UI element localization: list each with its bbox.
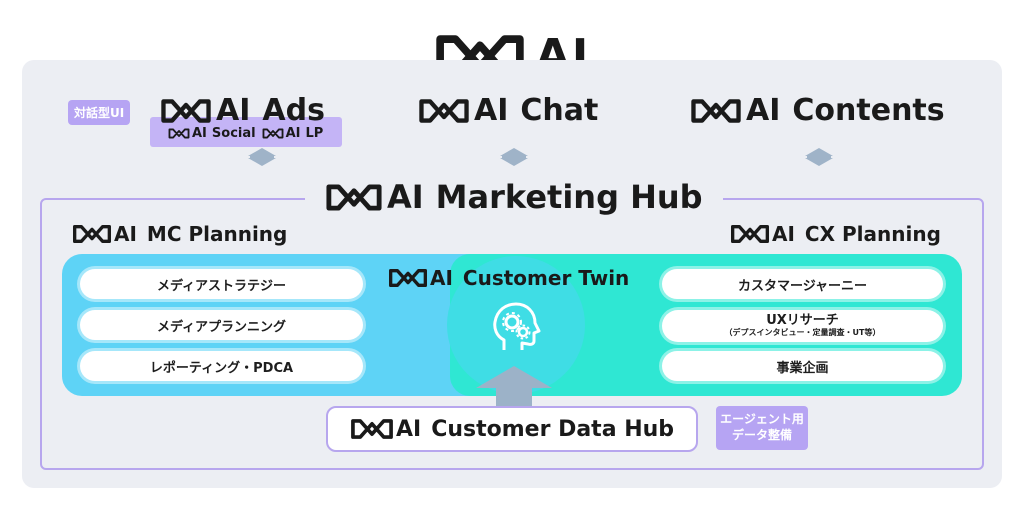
brand-mark-icon (350, 418, 394, 440)
brand-mark-icon (730, 224, 770, 244)
data-hub-title-text: Customer Data Hub (431, 416, 675, 442)
brand-mark-icon (325, 183, 383, 212)
contents-product-name: Contents (792, 93, 945, 128)
social-brand-text: AI (192, 126, 207, 141)
mc-item-media-strategy: メディアストラテジー (80, 269, 363, 299)
lp-label: LP (305, 126, 324, 141)
chat-product: AI Chat (418, 93, 598, 128)
brand-mark-icon (418, 98, 470, 124)
twin-title-text: Customer Twin (462, 266, 630, 290)
up-arrow-icon (476, 366, 552, 408)
mc-planning-title: AI MC Planning (72, 222, 287, 246)
twin-brand-text: AI (430, 266, 453, 290)
mc-item-media-planning: メディアプランニング (80, 310, 363, 340)
brand-mark-icon (690, 98, 742, 124)
agent-tag-line2: データ整備 (731, 428, 792, 442)
cx-brand-text: AI (772, 222, 795, 246)
hub-brand-text: AI (387, 178, 424, 216)
contents-brand-text: AI (746, 93, 781, 128)
brand-mark-icon (262, 128, 284, 139)
customer-twin-title: AI Customer Twin (388, 266, 629, 290)
up-down-arrow-icon (248, 148, 276, 166)
cx-item-customer-journey: カスタマージャーニー (662, 269, 943, 299)
mc-title-text: MC Planning (146, 222, 288, 246)
brand-mark-icon (160, 98, 212, 124)
head-gears-icon (493, 302, 541, 350)
up-down-arrow-icon (805, 148, 833, 166)
cx-item-ux-research: UXリサーチ （デプスインタビュー・定量調査・UT等） (662, 310, 943, 342)
marketing-hub-title: AI Marketing Hub (305, 174, 723, 220)
data-hub-brand-text: AI (395, 416, 422, 442)
ux-research-label: UXリサーチ (766, 313, 839, 329)
customer-data-hub-box: AI Customer Data Hub (326, 406, 698, 452)
mc-item-reporting-pdca: レポーティング・PDCA (80, 351, 363, 381)
cx-title-text: CX Planning (804, 222, 941, 246)
lp-brand-text: AI (285, 126, 301, 141)
agent-tag-line1: エージェント用 (720, 412, 804, 427)
cx-item-business-planning: 事業企画 (662, 351, 943, 381)
chat-product-name: Chat (520, 93, 599, 128)
ux-research-sublabel: （デプスインタビュー・定量調査・UT等） (724, 327, 881, 337)
chat-brand-text: AI (474, 93, 509, 128)
social-label: Social (211, 126, 256, 141)
brand-mark-icon (72, 224, 112, 244)
cx-planning-title: AI CX Planning (730, 222, 941, 246)
ads-product-name: Ads (262, 93, 325, 128)
mc-brand-text: AI (114, 222, 137, 246)
contents-product: AI Contents (690, 93, 945, 128)
agent-data-prep-tag: エージェント用 データ整備 (716, 406, 808, 450)
ads-product: AI Ads (160, 93, 325, 128)
conversational-ui-tag: 対話型UI (68, 100, 131, 125)
up-down-arrow-icon (500, 148, 528, 166)
brand-mark-icon (168, 128, 190, 139)
ads-sub-products: AI Social AI LP (168, 126, 323, 141)
brand-mark-icon (388, 268, 428, 288)
ads-brand-text: AI (216, 93, 251, 128)
hub-title-text: Marketing Hub (435, 178, 703, 216)
